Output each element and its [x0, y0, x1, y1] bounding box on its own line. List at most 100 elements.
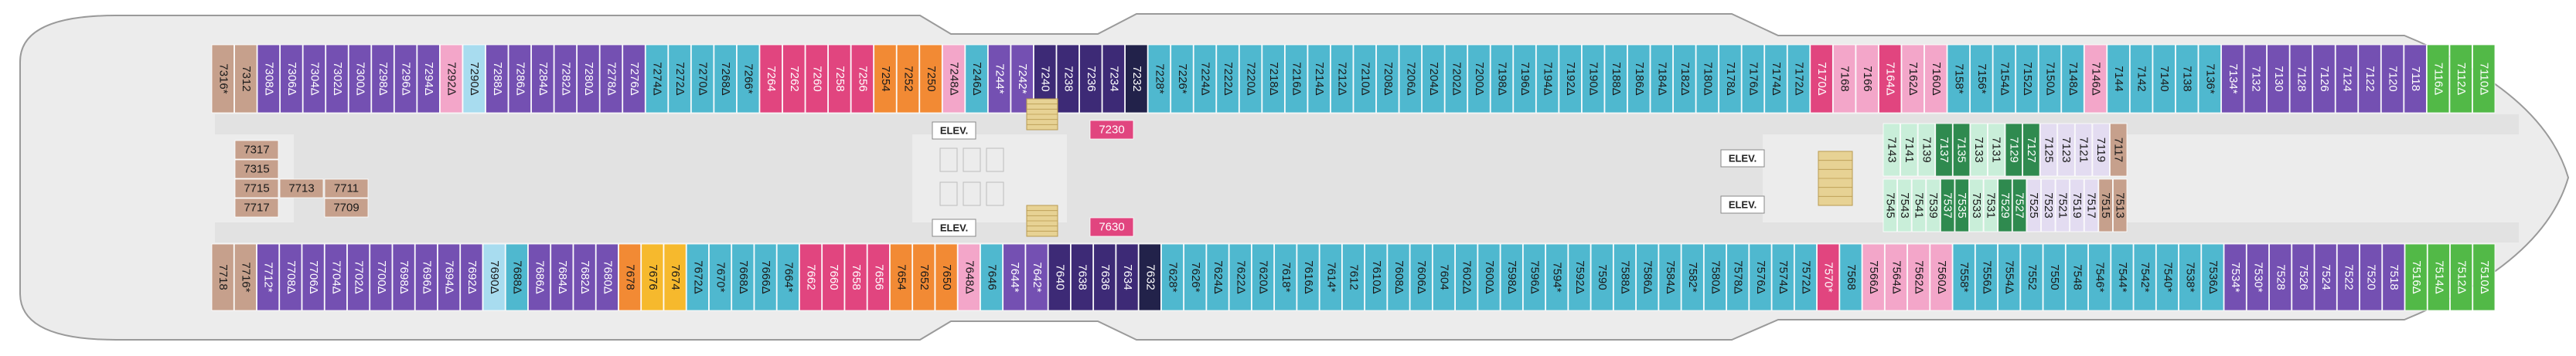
- cabin-bottom[interactable]: 7658: [844, 243, 867, 311]
- cabin-bottom[interactable]: 7598Δ: [1500, 243, 1523, 311]
- cabin-top[interactable]: 7286Δ: [508, 44, 531, 114]
- fwd-inner-cabin[interactable]: 7529: [1998, 178, 2012, 232]
- cabin-top[interactable]: 7204Δ: [1422, 44, 1445, 114]
- cabin-top[interactable]: 7188Δ: [1604, 44, 1627, 114]
- cabin-bottom[interactable]: 7606Δ: [1409, 243, 1433, 311]
- cabin-bottom[interactable]: 7556Δ: [1975, 243, 1998, 311]
- cabin-bottom[interactable]: 7624Δ: [1206, 243, 1229, 311]
- cabin-top[interactable]: 7264: [759, 44, 782, 114]
- cabin-bottom[interactable]: 7718: [211, 243, 234, 311]
- cabin-bottom[interactable]: 7702Δ: [347, 243, 370, 311]
- cabin-top[interactable]: 7218Δ: [1262, 44, 1285, 114]
- cabin-top[interactable]: 7156*: [1970, 44, 1993, 114]
- cabin-bottom[interactable]: 7706Δ: [302, 243, 325, 311]
- cabin-bottom[interactable]: 7640: [1048, 243, 1071, 311]
- cabin-top[interactable]: 7192Δ: [1559, 44, 1582, 114]
- cabin-top[interactable]: 7136*: [2198, 44, 2221, 114]
- cabin-bottom[interactable]: 7668Δ: [731, 243, 755, 311]
- cabin-top[interactable]: 7274Δ: [645, 44, 669, 114]
- cabin-top[interactable]: 7144: [2107, 44, 2130, 114]
- cabin-bottom[interactable]: 7588Δ: [1613, 243, 1637, 311]
- cabin-top[interactable]: 7288Δ: [486, 44, 509, 114]
- cabin-top[interactable]: 7226*: [1170, 44, 1194, 114]
- cabin-bottom[interactable]: 7572Δ: [1794, 243, 1817, 311]
- cabin-top[interactable]: 7254: [874, 44, 897, 114]
- cabin-top[interactable]: 7182Δ: [1673, 44, 1696, 114]
- cabin-bottom[interactable]: 7656: [867, 243, 890, 311]
- aft-inner-cabin[interactable]: 7717: [234, 198, 279, 218]
- cabin-top[interactable]: 7112Δ: [2449, 44, 2472, 114]
- cabin-top[interactable]: 7180Δ: [1695, 44, 1719, 114]
- fwd-inner-cabin[interactable]: 7531: [1983, 178, 1998, 232]
- cabin-bottom[interactable]: 7686Δ: [528, 243, 551, 311]
- cabin-top[interactable]: 7208Δ: [1376, 44, 1399, 114]
- cabin-top[interactable]: 7260: [805, 44, 828, 114]
- cabin-top[interactable]: 7268Δ: [714, 44, 737, 114]
- cabin-top[interactable]: 7202Δ: [1444, 44, 1468, 114]
- cabin-bottom[interactable]: 7654: [890, 243, 913, 311]
- cabin-bottom[interactable]: 7652: [912, 243, 935, 311]
- cabin-bottom[interactable]: 7558*: [1952, 243, 1975, 311]
- cabin-top[interactable]: 7174Δ: [1764, 44, 1787, 114]
- fwd-inner-cabin[interactable]: 7129: [2005, 123, 2022, 177]
- fwd-inner-cabin[interactable]: 7137: [1935, 123, 1953, 177]
- cabin-top[interactable]: 7190Δ: [1582, 44, 1605, 114]
- cabin-bottom[interactable]: 7568: [1839, 243, 1862, 311]
- fwd-inner-cabin[interactable]: 7527: [2012, 178, 2027, 232]
- cabin-top[interactable]: 7128: [2289, 44, 2313, 114]
- fwd-inner-cabin[interactable]: 7131: [1988, 123, 2005, 177]
- cabin-bottom[interactable]: 7704Δ: [324, 243, 347, 311]
- cabin-top[interactable]: 7298Δ: [371, 44, 394, 114]
- aft-inner-cabin[interactable]: 7317: [234, 140, 279, 160]
- cabin-top[interactable]: 7248Δ: [942, 44, 966, 114]
- cabin-bottom[interactable]: 7522: [2336, 243, 2360, 311]
- cabin-bottom[interactable]: 7570*: [1817, 243, 1840, 311]
- aft-inner-cabin[interactable]: 7711: [324, 178, 369, 198]
- cabin-top[interactable]: 7120: [2380, 44, 2404, 114]
- cabin-bottom[interactable]: 7566Δ: [1862, 243, 1885, 311]
- cabin-bottom[interactable]: 7684Δ: [550, 243, 574, 311]
- aft-inner-cabin[interactable]: 7713: [279, 178, 324, 198]
- cabin-bottom[interactable]: 7516Δ: [2404, 243, 2428, 311]
- cabin-top[interactable]: 7244*: [987, 44, 1011, 114]
- cabin-bottom[interactable]: 7540*: [2155, 243, 2179, 311]
- cabin-bottom[interactable]: 7674: [663, 243, 687, 311]
- cabin-top[interactable]: 7284Δ: [531, 44, 554, 114]
- cabin-top[interactable]: 7304Δ: [302, 44, 326, 114]
- cabin-bottom[interactable]: 7646: [980, 243, 1003, 311]
- cabin-bottom[interactable]: 7586Δ: [1636, 243, 1659, 311]
- cabin-bottom[interactable]: 7708Δ: [279, 243, 302, 311]
- cabin-bottom[interactable]: 7602Δ: [1455, 243, 1478, 311]
- cabin-bottom[interactable]: 7614*: [1319, 243, 1342, 311]
- cabin-top[interactable]: 7306Δ: [280, 44, 303, 114]
- cabin-bottom[interactable]: 7698Δ: [392, 243, 415, 311]
- mid-inner-cabin[interactable]: 7230: [1089, 120, 1134, 140]
- cabin-bottom[interactable]: 7644*: [1003, 243, 1026, 311]
- cabin-top[interactable]: 7130: [2267, 44, 2290, 114]
- cabin-top[interactable]: 7166: [1855, 44, 1879, 114]
- fwd-inner-cabin[interactable]: 7535: [1954, 178, 1969, 232]
- cabin-bottom[interactable]: 7604: [1432, 243, 1456, 311]
- cabin-bottom[interactable]: 7696Δ: [414, 243, 438, 311]
- cabin-bottom[interactable]: 7676: [641, 243, 664, 311]
- cabin-top[interactable]: 7198Δ: [1490, 44, 1514, 114]
- cabin-bottom[interactable]: 7514Δ: [2427, 243, 2450, 311]
- cabin-bottom[interactable]: 7524: [2314, 243, 2337, 311]
- cabin-top[interactable]: 7140: [2152, 44, 2176, 114]
- cabin-bottom[interactable]: 7582*: [1681, 243, 1704, 311]
- cabin-bottom[interactable]: 7620Δ: [1251, 243, 1275, 311]
- cabin-bottom[interactable]: 7584Δ: [1658, 243, 1682, 311]
- cabin-top[interactable]: 7290Δ: [462, 44, 486, 114]
- cabin-bottom[interactable]: 7546*: [2088, 243, 2111, 311]
- cabin-top[interactable]: 7162Δ: [1901, 44, 1924, 114]
- cabin-bottom[interactable]: 7650: [935, 243, 958, 311]
- cabin-bottom[interactable]: 7560Δ: [1930, 243, 1953, 311]
- fwd-inner-cabin[interactable]: 7135: [1952, 123, 1971, 177]
- cabin-top[interactable]: 7170Δ: [1810, 44, 1833, 114]
- cabin-bottom[interactable]: 7712*: [257, 243, 280, 311]
- cabin-bottom[interactable]: 7544*: [2111, 243, 2134, 311]
- aft-inner-cabin[interactable]: 7315: [234, 159, 279, 179]
- cabin-bottom[interactable]: 7518: [2382, 243, 2405, 311]
- cabin-top[interactable]: 7222Δ: [1216, 44, 1239, 114]
- cabin-top[interactable]: 7150Δ: [2038, 44, 2062, 114]
